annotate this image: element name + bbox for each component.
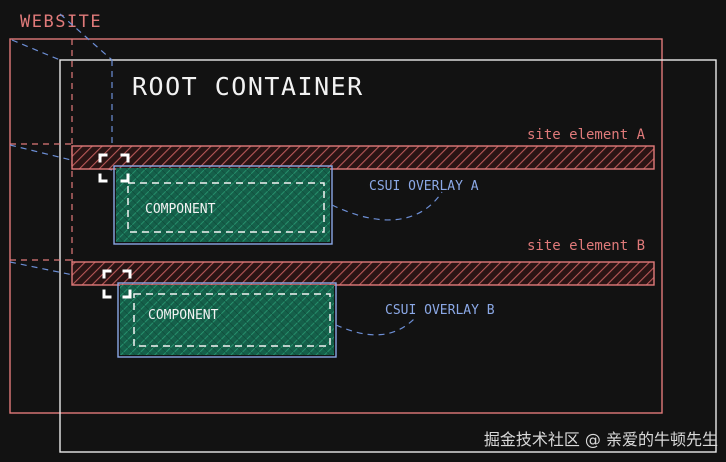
component-b-hatch xyxy=(120,285,334,355)
website-box xyxy=(9,38,663,414)
csui-overlay-b xyxy=(117,282,337,358)
watermark: 掘金技术社区 @ 亲爱的牛顿先生 xyxy=(483,430,718,449)
site-element-b-label: site element B xyxy=(527,238,645,254)
overlay-b-connector xyxy=(335,317,416,336)
root-container-label: ROOT CONTAINER xyxy=(132,72,364,101)
root-guides xyxy=(9,13,113,284)
website-label: WEBSITE xyxy=(20,12,102,32)
corner-bracket-a-icon xyxy=(98,153,130,183)
website-guides xyxy=(10,39,73,262)
site-element-a xyxy=(71,145,655,170)
csui-overlay-b-label: CSUI OVERLAY B xyxy=(385,303,495,318)
overlay-a-connector xyxy=(331,191,443,221)
csui-overlay-a-label: CSUI OVERLAY A xyxy=(369,179,479,194)
component-a-label: COMPONENT xyxy=(145,202,216,217)
site-element-b xyxy=(71,261,655,286)
component-a-outline xyxy=(127,182,325,233)
corner-bracket-b-icon xyxy=(102,269,132,299)
site-element-a-label: site element A xyxy=(527,127,646,143)
component-b-label: COMPONENT xyxy=(148,308,219,323)
component-b-outline xyxy=(133,293,331,347)
component-a-hatch xyxy=(116,168,330,242)
root-container-box xyxy=(59,59,717,453)
